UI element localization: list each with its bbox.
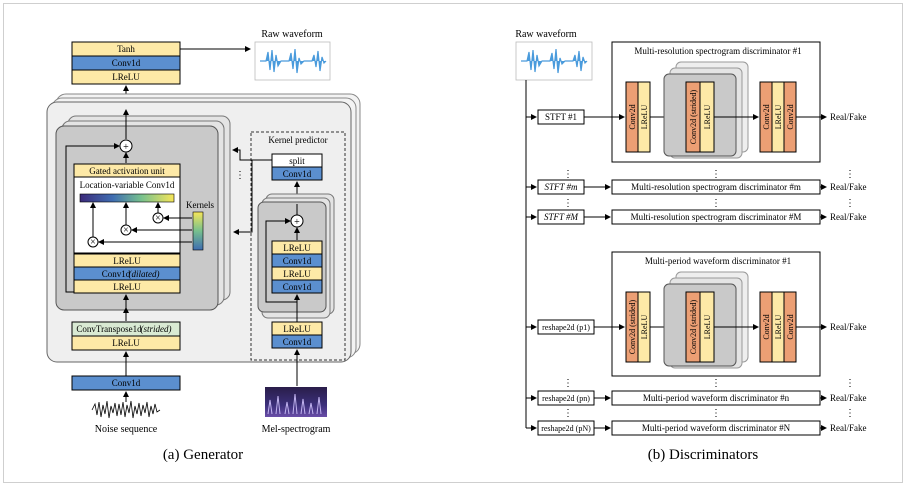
mrsd-dots-1: ⋮ [563, 169, 573, 180]
kp-res-3: Conv1d [283, 282, 312, 292]
mpwd-dots-6: ⋮ [845, 408, 855, 419]
mrsd-row-M-label: Multi-resolution spectrogram discriminat… [631, 212, 802, 222]
gen-raw-waveform-label: Raw waveform [261, 29, 323, 40]
generator-panel: Tanh Conv1d LReLU Raw waveform + Gate [46, 29, 361, 463]
gen-raw-waveform-image [254, 41, 331, 81]
mrsd-title: Multi-resolution spectrogram discriminat… [634, 46, 801, 56]
kp-conv-top: Conv1d [283, 169, 312, 179]
multiply-symbol-3: × [90, 237, 96, 248]
mpwd-row-N-input: reshape2d (pN) [541, 424, 591, 433]
gated-activation-label: Gated activation unit [89, 166, 165, 176]
kernels-label: Kernels [186, 200, 214, 210]
disc-raw-waveform-label: Raw waveform [515, 29, 577, 40]
mrsd-dots-6: ⋮ [845, 198, 855, 209]
generator-caption: (a) Generator [163, 447, 243, 463]
mpwd-title: Multi-period waveform discriminator #1 [645, 256, 791, 266]
mrsd-dots-4: ⋮ [563, 198, 573, 209]
mrsd-layer-1: LReLU [640, 105, 649, 130]
mrsd-row-M-input: STFT #M [544, 212, 579, 222]
output-stack: Tanh Conv1d LReLU [71, 41, 181, 85]
mrsd-row-M-output: Real/Fake [830, 212, 867, 222]
block-lrelu-2: LReLU [113, 282, 141, 292]
disc-raw-waveform-image [515, 41, 593, 81]
mrsd-layer-0: Conv2d [628, 104, 637, 129]
mel-label: Mel-spectrogram [262, 424, 331, 435]
lrelu-output-label: LReLU [112, 72, 140, 82]
mrsd-dots-3: ⋮ [845, 169, 855, 180]
mpwd-row-n-output: Real/Fake [830, 393, 867, 403]
figure-frame [3, 3, 903, 483]
mrsd-row-m-output: Real/Fake [830, 182, 867, 192]
mpwd-1-output: Real/Fake [830, 322, 867, 332]
mpwd-layer-3: LReLU [703, 315, 712, 340]
upsample-label: ConvTranspose1d [76, 324, 142, 334]
residual-add-symbol: + [123, 142, 129, 153]
mrsd-layer-4: Conv2d [762, 104, 771, 129]
kp-ellipsis: ⋮ [235, 170, 245, 181]
mpwd-layer-0: Conv2d (strided) [628, 299, 637, 354]
mrsd-layer-2: Conv2d (strided) [689, 89, 698, 144]
input-conv1d: Conv1d [112, 378, 141, 388]
kernel-predictor-title: Kernel predictor [268, 135, 327, 145]
kernel-predictor-box [250, 131, 346, 361]
mpwd-layer-5: LReLU [774, 315, 783, 340]
mpwd-dots-4: ⋮ [563, 408, 573, 419]
kernels-strip [192, 211, 204, 251]
mel-spectrogram-image [265, 387, 327, 417]
kp-res-1: Conv1d [283, 256, 312, 266]
mpwd-dots-1: ⋮ [563, 378, 573, 389]
mrsd-dots-5: ⋮ [711, 198, 721, 209]
mrsd-dots-2: ⋮ [711, 169, 721, 180]
mpwd-row-n-label: Multi-period waveform discriminator #n [643, 393, 790, 403]
mrsd-layer-6: Conv2d [786, 104, 795, 129]
mpwd-layer-2: Conv2d (strided) [689, 299, 698, 354]
stft-1: STFT #1 [545, 112, 577, 122]
discriminators-panel: Raw waveform Multi-resolution spectrogra… [515, 29, 866, 463]
lvc-label: Location-variable Conv1d [80, 180, 175, 190]
noise-label: Noise sequence [95, 424, 158, 435]
block-conv1d: Conv1d [102, 269, 131, 279]
kp-bottom-lrelu: LReLU [283, 324, 311, 334]
upsample-lrelu: LReLU [112, 338, 140, 348]
mpwd-layer-1: LReLU [640, 315, 649, 340]
block-lrelu-1: LReLU [113, 256, 141, 266]
mrsd-1-output: Real/Fake [830, 112, 867, 122]
reshape-1: reshape2d (p1) [542, 323, 590, 332]
kp-add-symbol: + [294, 217, 300, 228]
tanh-label: Tanh [117, 44, 135, 54]
mrsd-layer-3: LReLU [703, 105, 712, 130]
mpwd-layer-4: Conv2d [762, 314, 771, 339]
mpwd-dots-3: ⋮ [845, 378, 855, 389]
mrsd-layer-5: LReLU [774, 105, 783, 130]
kp-split: split [289, 156, 305, 166]
mrsd-row-m-input: STFT #m [544, 182, 578, 192]
mpwd-layer-6: Conv2d [786, 314, 795, 339]
kp-res-2: LReLU [283, 269, 311, 279]
mrsd-row-m-label: Multi-resolution spectrogram discriminat… [631, 182, 801, 192]
mpwd-row-N-label: Multi-period waveform discriminator #N [642, 423, 791, 433]
discriminators-caption: (b) Discriminators [648, 447, 759, 463]
multiply-symbol-2: × [123, 225, 129, 236]
mpwd-row-N-output: Real/Fake [830, 423, 867, 433]
kp-bottom-conv1d: Conv1d [283, 337, 312, 347]
mpwd-dots-2: ⋮ [711, 378, 721, 389]
upsample-strided: (strided) [141, 324, 172, 334]
noise-sequence-image [91, 400, 161, 419]
block-conv1d-dilated: (dilated) [129, 269, 160, 279]
mpwd-dots-5: ⋮ [711, 408, 721, 419]
multiply-symbol-1: × [155, 213, 161, 224]
conv1d-output-label: Conv1d [112, 58, 141, 68]
kp-res-0: LReLU [283, 243, 311, 253]
lvc-kernel-strip [79, 193, 175, 203]
mpwd-row-n-input: reshape2d (pn) [542, 394, 590, 403]
